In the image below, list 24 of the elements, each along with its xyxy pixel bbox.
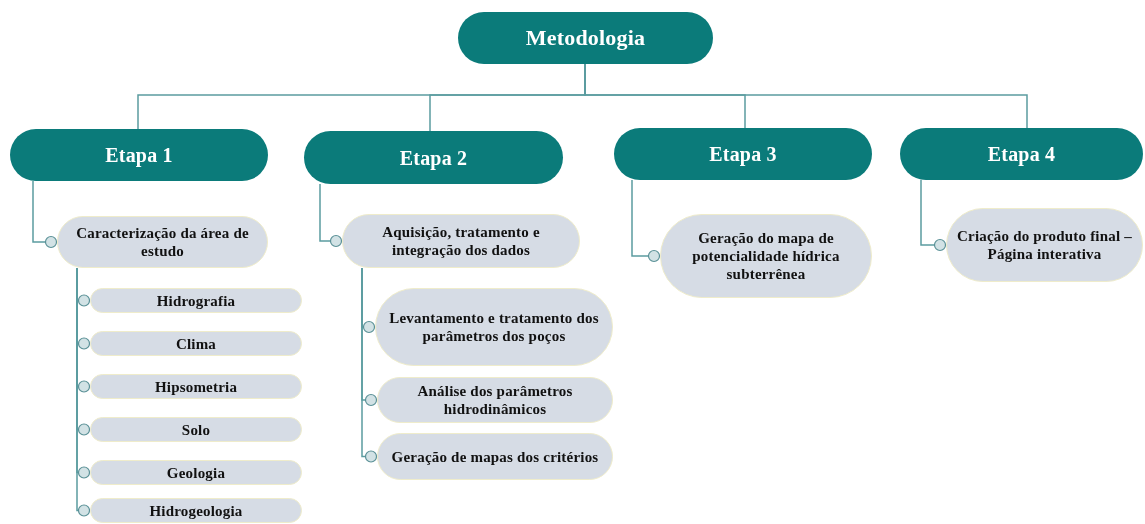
- topic-pill: Geração de mapas dos critérios: [377, 433, 613, 480]
- topic-pill: Levantamento e tratamento dos parâmetros dos poços: [375, 288, 613, 366]
- topic-pill: Caracterização da área de estudo: [57, 216, 268, 268]
- topic-pill: Clima: [90, 331, 302, 356]
- connector-line: [920, 179, 947, 252]
- title-pill: Metodologia: [458, 12, 713, 64]
- topic-pill: Hidrografia: [90, 288, 302, 313]
- connector-line: [631, 179, 661, 263]
- stage-pill: Etapa 4: [900, 128, 1143, 180]
- topic-pill: Análise dos parâmetros hidrodinâmicos: [377, 377, 613, 423]
- topic-pill: Criação do produto final – Página interativa: [946, 208, 1143, 282]
- stage-pill: Etapa 1: [10, 129, 268, 181]
- stage-pill: Etapa 2: [304, 131, 563, 184]
- connector-line: [76, 267, 91, 517]
- topic-pill: Geração do mapa de potencialidade hídrica subterrênea: [660, 214, 872, 298]
- topic-pill: Aquisição, tratamento e integração dos dados: [342, 214, 580, 268]
- stage-pill: Etapa 3: [614, 128, 872, 180]
- connector-line: [361, 267, 378, 463]
- topic-pill: Geologia: [90, 460, 302, 485]
- topic-pill: Solo: [90, 417, 302, 442]
- connector-line: [32, 180, 58, 249]
- connector-line: [319, 183, 343, 248]
- topic-pill: Hidrogeologia: [90, 498, 302, 523]
- topic-pill: Hipsometria: [90, 374, 302, 399]
